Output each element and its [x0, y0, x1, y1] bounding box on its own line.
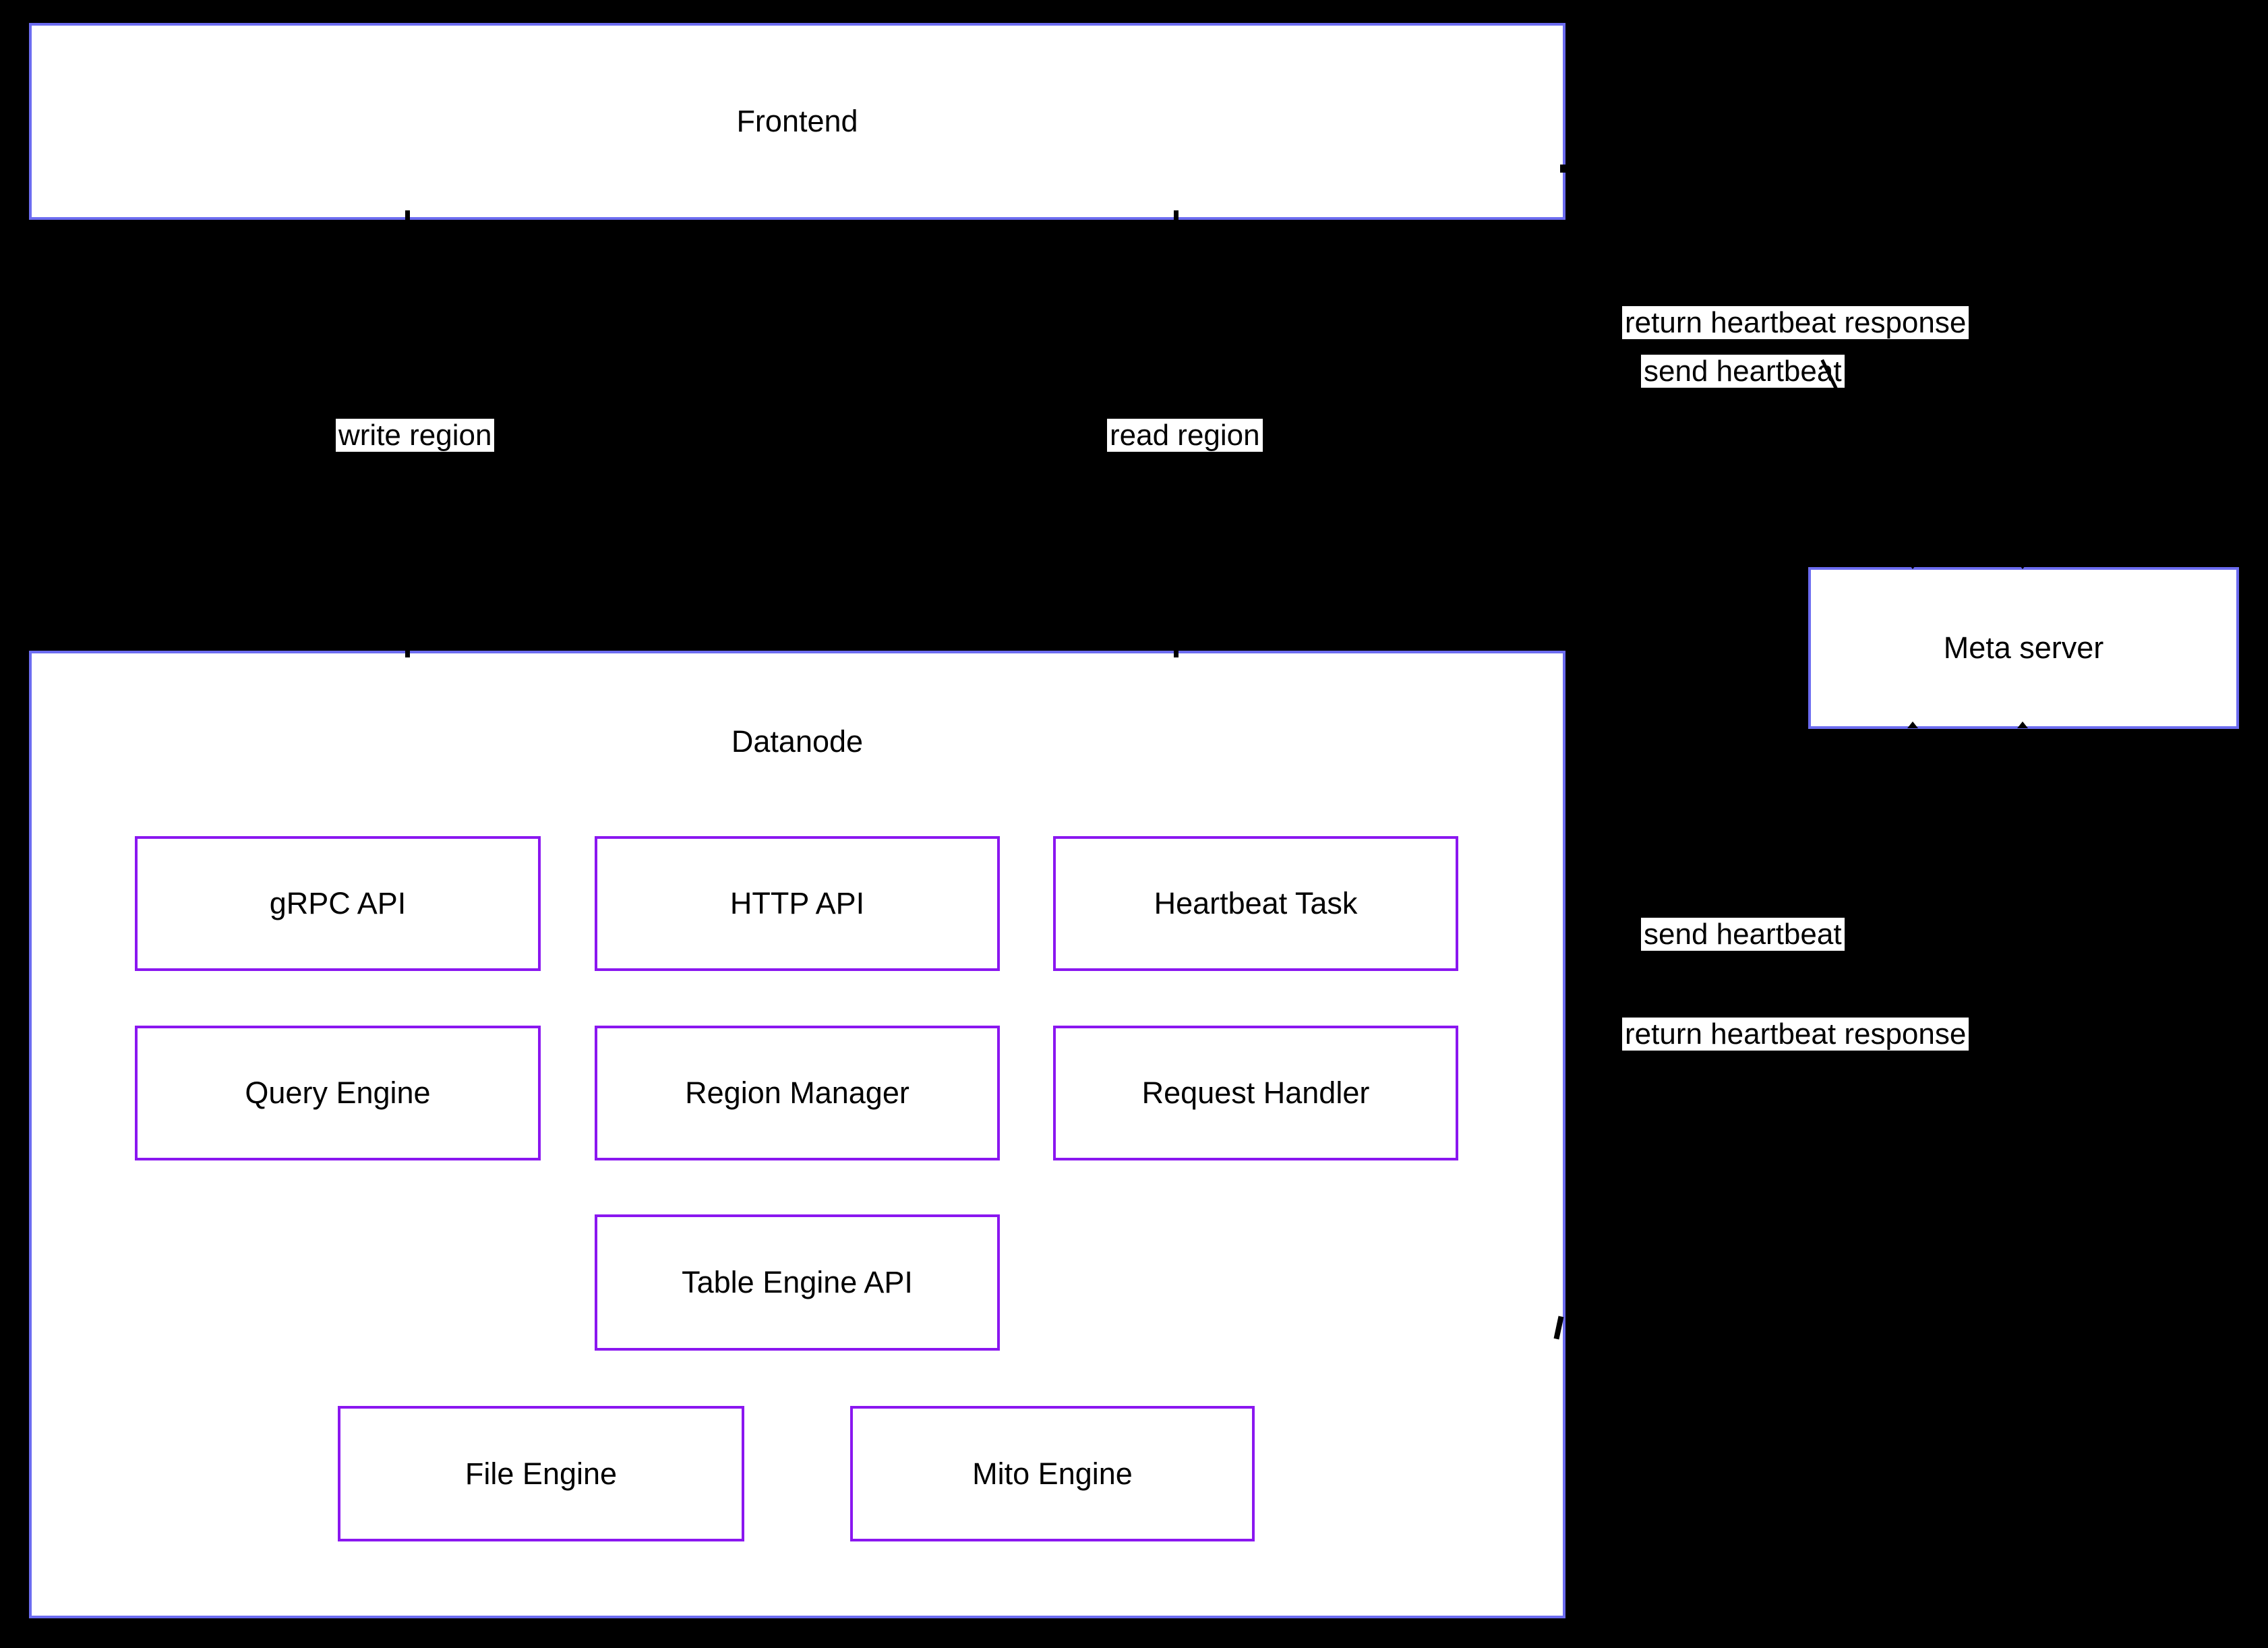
- arrowhead-mark: [1560, 165, 1568, 173]
- arrowhead-mark: [2017, 562, 2028, 569]
- arrowhead-mark: [1907, 562, 1918, 569]
- meta-server-node-label: Meta server: [1943, 630, 2104, 665]
- arrowhead-mark: [1907, 722, 1918, 728]
- frontend-node-label: Frontend: [736, 104, 858, 138]
- component-file-engine: File Engine: [338, 1406, 744, 1541]
- component-mito-engine: Mito Engine: [850, 1406, 1255, 1541]
- arrowhead-mark: [1174, 210, 1178, 224]
- edge-label-send-heartbeat-top: send heartbeat: [1641, 355, 1845, 388]
- arrowhead-mark: [405, 210, 410, 224]
- component-grpc-api: gRPC API: [135, 836, 541, 971]
- component-table-engine-api: Table Engine API: [595, 1214, 1000, 1351]
- edge-label-return-heartbeat-response-bottom: return heartbeat response: [1622, 1018, 1969, 1051]
- arrowhead-mark: [405, 644, 410, 657]
- component-http-api: HTTP API: [595, 836, 1000, 971]
- component-request-handler: Request Handler: [1053, 1026, 1458, 1160]
- edge-label-read-region: read region: [1107, 419, 1263, 452]
- edge-label-write-region: write region: [336, 419, 495, 452]
- edge-label-send-heartbeat-bottom: send heartbeat: [1641, 918, 1845, 951]
- arrowhead-mark: [1565, 1123, 1573, 1132]
- datanode-node-label: Datanode: [731, 724, 864, 759]
- arrowhead-mark: [2017, 722, 2028, 728]
- frontend-node: Frontend: [29, 23, 1565, 220]
- component-query-engine: Query Engine: [135, 1026, 541, 1160]
- edge-label-return-heartbeat-response-top: return heartbeat response: [1622, 306, 1969, 339]
- component-heartbeat-task: Heartbeat Task: [1053, 836, 1458, 971]
- component-region-manager: Region Manager: [595, 1026, 1000, 1160]
- arrowhead-mark: [1174, 644, 1178, 657]
- meta-server-node: Meta server: [1808, 567, 2239, 729]
